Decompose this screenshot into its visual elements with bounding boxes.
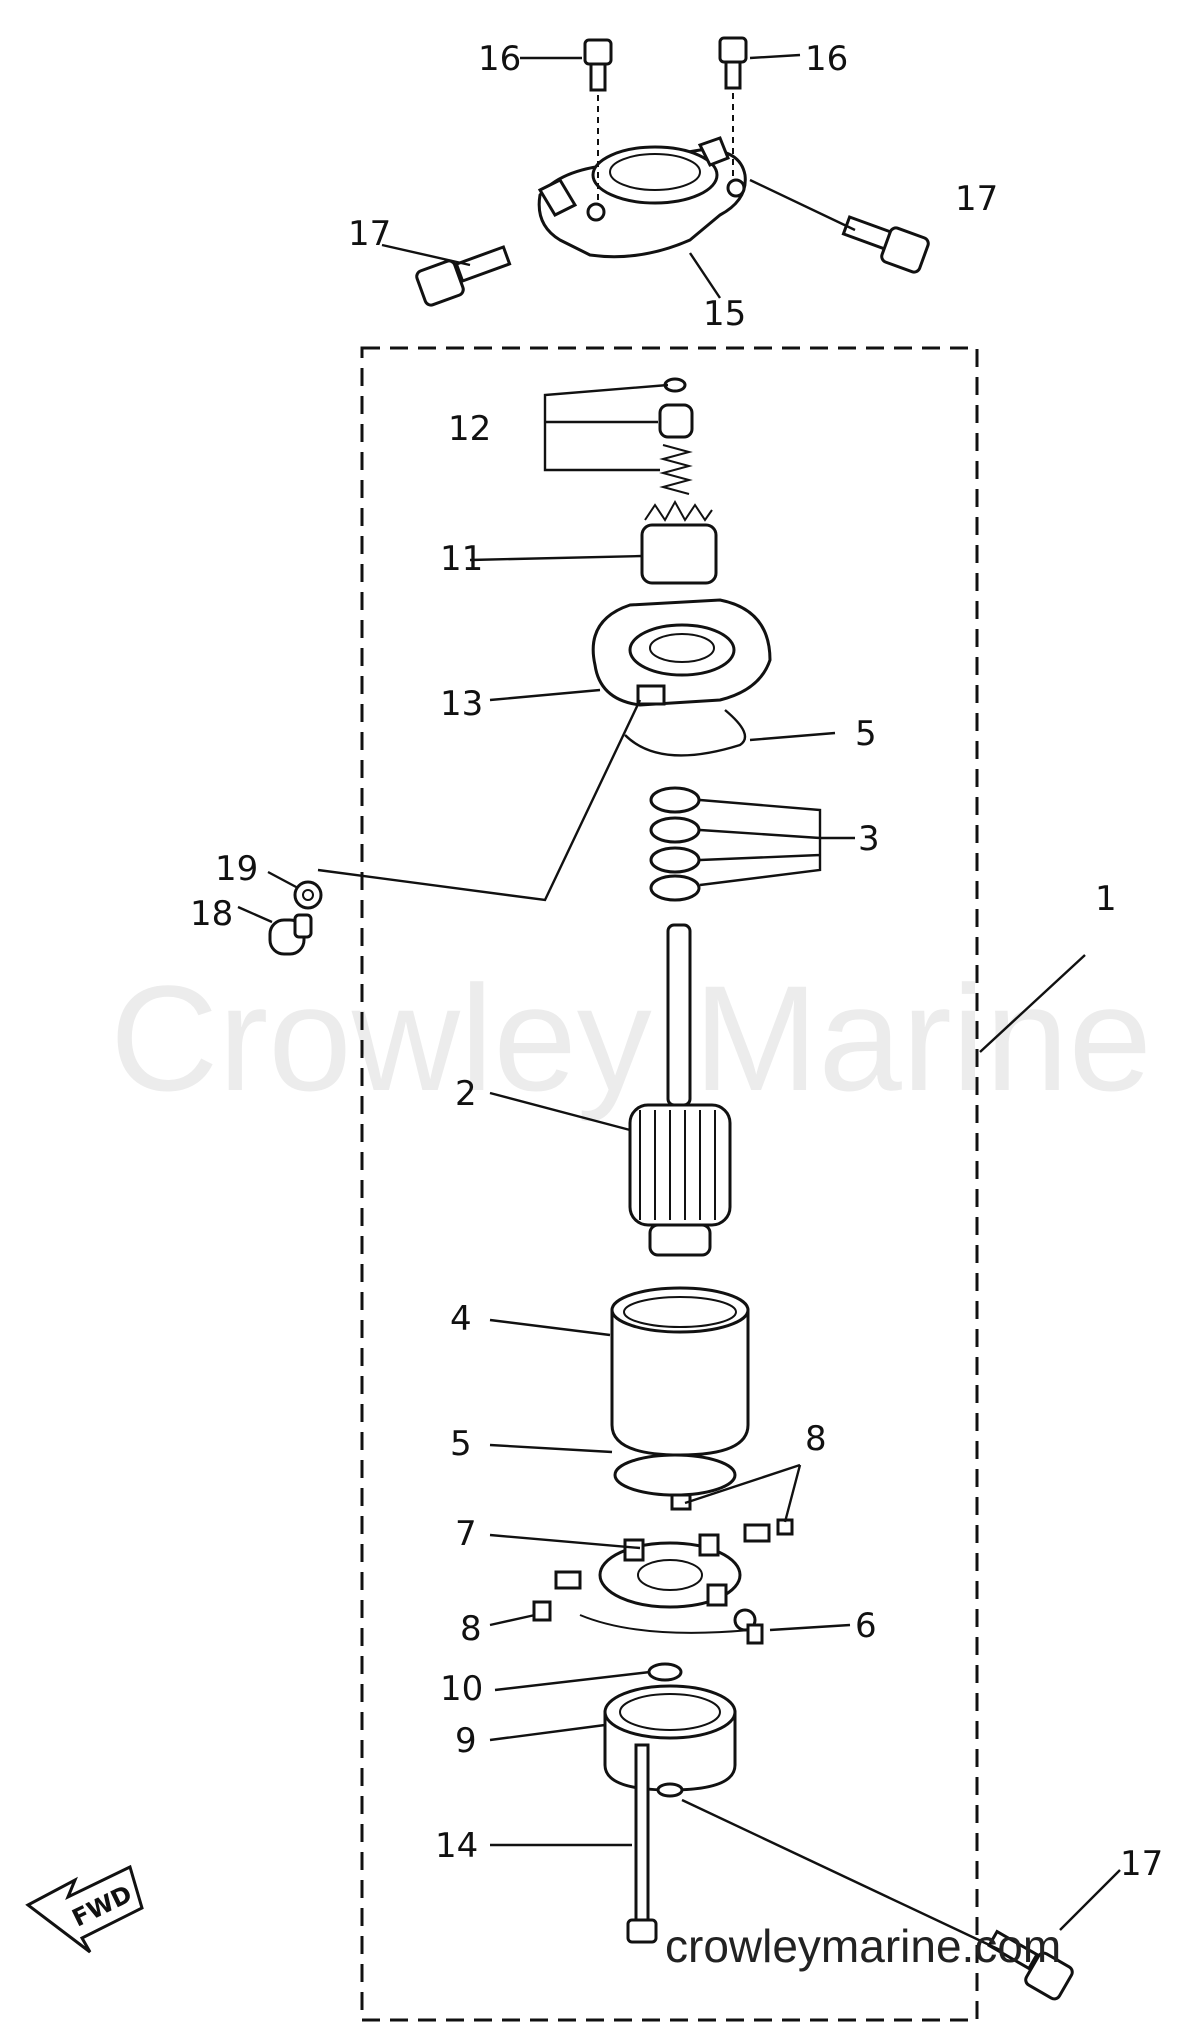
part-7-brush-holder — [579, 1533, 751, 1634]
part-10-washer — [647, 1662, 683, 1682]
label-15: 15 — [703, 294, 746, 334]
part-11-pinion — [640, 499, 718, 585]
part-3-springs — [649, 786, 701, 902]
part-17-bolt-left — [415, 245, 512, 307]
label-16-left: 16 — [478, 39, 521, 79]
fwd-arrow-icon: FWD — [25, 1864, 144, 1954]
site-url: crowleymarine.com — [665, 1920, 1061, 1972]
label-11: 11 — [440, 539, 483, 579]
label-5-lower: 5 — [450, 1424, 472, 1464]
label-8-top: 8 — [805, 1419, 827, 1459]
label-19: 19 — [215, 849, 258, 889]
label-9: 9 — [455, 1721, 477, 1761]
part-5-oring-lower — [613, 1453, 737, 1497]
part-16-bolt-left — [583, 38, 613, 205]
label-5-upper: 5 — [855, 714, 877, 754]
label-13: 13 — [440, 684, 483, 724]
label-14: 14 — [435, 1826, 478, 1866]
part-17-bolt-right — [841, 215, 930, 274]
part-16-bolt-right — [718, 36, 748, 180]
label-12: 12 — [448, 409, 491, 449]
part-13-end-cover — [591, 598, 772, 707]
part-15-bracket — [537, 136, 747, 259]
label-2: 2 — [455, 1074, 477, 1114]
leader-lines — [237, 53, 1121, 1952]
label-8-left: 8 — [460, 1609, 482, 1649]
assembly-boundary — [360, 346, 979, 2022]
label-18: 18 — [190, 894, 233, 934]
part-14-through-bolt — [626, 1743, 658, 1944]
label-17-top-right: 17 — [955, 179, 998, 219]
part-8-brushes — [532, 1493, 794, 1622]
part-6-terminal — [733, 1608, 764, 1645]
label-16-right: 16 — [805, 39, 848, 79]
part-18-nut — [268, 913, 313, 956]
part-5-oring-upper — [624, 709, 747, 757]
label-17-bottom: 17 — [1120, 1844, 1163, 1884]
part-2-armature — [628, 923, 732, 1257]
label-6: 6 — [855, 1606, 877, 1646]
label-10: 10 — [440, 1669, 483, 1709]
label-1: 1 — [1095, 879, 1117, 919]
label-4: 4 — [450, 1299, 472, 1339]
part-19-washer — [293, 880, 323, 910]
part-12-clip-collar-spring — [658, 377, 694, 495]
part-17-bolt-bottom — [987, 1929, 1074, 2001]
part-9-end-frame — [603, 1684, 737, 1798]
label-17-top-left: 17 — [348, 214, 391, 254]
label-7: 7 — [455, 1514, 477, 1554]
part-4-yoke — [610, 1286, 750, 1457]
label-3: 3 — [858, 819, 880, 859]
